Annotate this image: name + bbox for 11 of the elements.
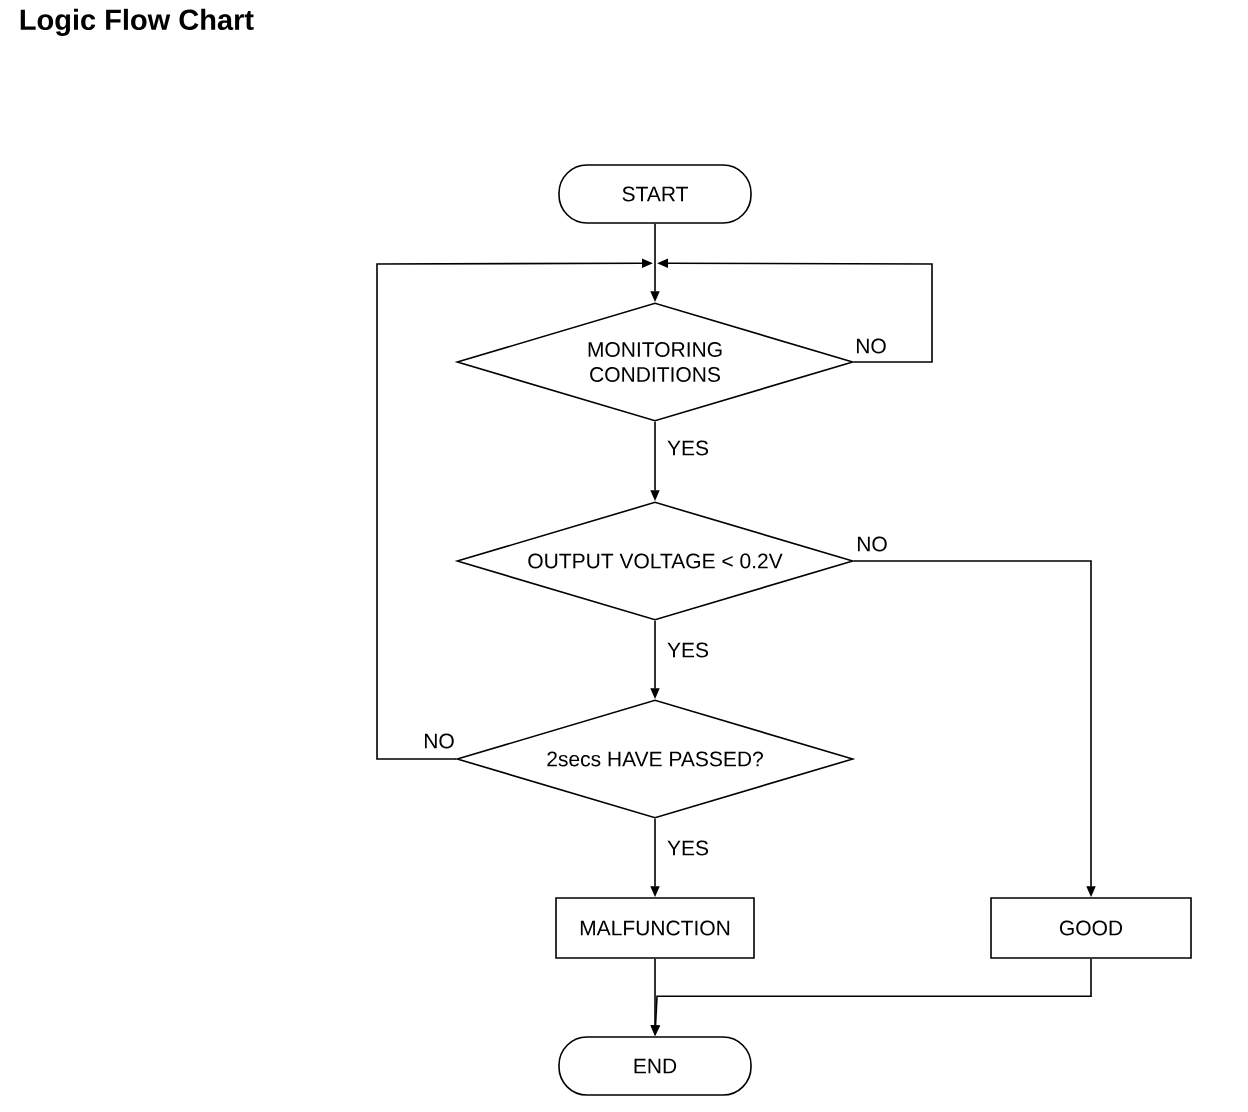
edge-label: NO: [857, 338, 886, 354]
terminal-box: START: [558, 164, 752, 224]
edge-label: NO: [858, 536, 887, 552]
edge-label: YES: [667, 840, 709, 856]
title: Logic Flow Chart: [20, 8, 254, 36]
process-box: GOOD: [990, 897, 1192, 959]
process-box: MALFUNCTION: [555, 897, 755, 959]
edge-label: NO: [425, 733, 454, 749]
edge-label: YES: [667, 440, 709, 456]
terminal-box: END: [558, 1036, 752, 1096]
edge-label: YES: [667, 642, 709, 658]
